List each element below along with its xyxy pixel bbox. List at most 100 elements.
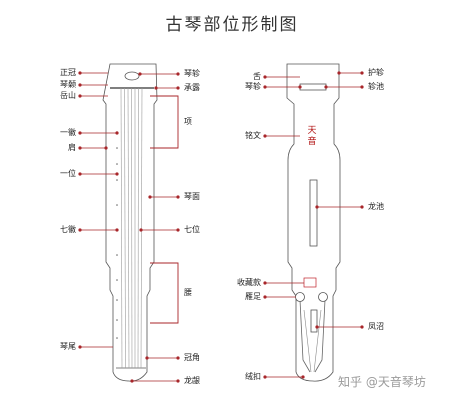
yanzu-right (318, 292, 328, 302)
label-guanjiao: 冠角 (184, 353, 200, 362)
leader-dot (115, 172, 119, 176)
hui-mark (116, 319, 118, 321)
leader-dot (324, 85, 328, 89)
hui-mark (116, 254, 118, 256)
leader-dot (154, 86, 158, 90)
leader-dot (130, 379, 134, 383)
front-leaders-right (132, 73, 178, 382)
string-3 (127, 87, 130, 369)
leader-dot (263, 295, 267, 299)
front-leader-dots-right (130, 72, 180, 383)
label-chenglu: 承露 (184, 83, 200, 92)
hui-mark (116, 204, 118, 206)
label-yueshan: 岳山 (60, 91, 76, 100)
label-qinzhen-back: 琴轸 (245, 82, 261, 91)
label-qinwei: 琴尾 (60, 342, 76, 351)
leader-dot (115, 228, 119, 232)
hui-markers (116, 131, 118, 339)
leader-dot (176, 379, 180, 383)
fengzhao-slot (310, 309, 318, 333)
leader-dot (176, 228, 180, 232)
string-tail-mid (303, 309, 322, 373)
front-body-outline (102, 63, 158, 382)
string-6 (137, 87, 139, 369)
leader-dot (78, 71, 82, 75)
leader-dot (360, 325, 364, 329)
label-qinmian: 琴面 (184, 192, 200, 201)
label-qiwei: 七位 (184, 225, 200, 234)
leader-dot (263, 134, 267, 138)
leader-dot (78, 345, 82, 349)
leader-dot (78, 83, 82, 87)
front-yueshan-hole (124, 71, 140, 81)
label-jian: 肩 (68, 143, 76, 152)
label-cangkuan: 收藏款 (237, 278, 261, 287)
back-leaders-right (317, 72, 362, 328)
leader-dot (104, 146, 108, 150)
label-yihui: 一徽 (60, 128, 76, 137)
back-leaders-left (265, 76, 304, 378)
leader-dot (176, 195, 180, 199)
label-zhengguan: 正冠 (60, 68, 76, 77)
leader-dot (138, 72, 142, 76)
leader-dot (78, 131, 82, 135)
label-huchen: 护轸 (368, 68, 384, 77)
leader-dot (337, 71, 341, 75)
back-leader-dots-right (315, 71, 364, 329)
leader-dot (360, 71, 364, 75)
leader-dot (78, 172, 82, 176)
string-2 (124, 87, 126, 369)
label-longyin: 龙龈 (184, 376, 200, 385)
leader-dot (148, 195, 152, 199)
label-jiaozhu: 绒扣 (245, 372, 261, 381)
hui-mark (116, 299, 118, 301)
label-hou: 项 (184, 117, 192, 126)
label-longchi: 龙池 (368, 202, 384, 211)
leader-dot (360, 85, 364, 89)
string-7 (140, 87, 143, 369)
string-4 (131, 87, 133, 369)
hou-bracket (150, 95, 179, 149)
leader-dot (301, 375, 305, 379)
leader-dot (176, 86, 180, 90)
leader-dot (78, 94, 82, 98)
hui-mark (116, 163, 118, 165)
leader-dot (360, 205, 364, 209)
label-fengzhao: 凤沼 (368, 322, 384, 331)
label-yanzu: 雁足 (245, 292, 261, 301)
zhenchi-slot (299, 83, 327, 91)
leader-dot (263, 75, 267, 79)
string-1 (120, 87, 123, 369)
back-view (286, 63, 341, 382)
leader-dot (115, 131, 119, 135)
string-tail-right (314, 299, 326, 373)
watermark: 知乎 @天音琴坊 (338, 375, 426, 389)
hui-mark (116, 147, 118, 149)
back-leader-dots-left (263, 75, 305, 379)
front-leader-dots-left (78, 71, 119, 349)
label-qinzhen-front: 琴轸 (184, 69, 200, 78)
front-strings (120, 87, 143, 369)
front-view (102, 63, 158, 382)
label-yao: 腰 (184, 288, 192, 297)
leader-dot (298, 85, 302, 89)
back-body-outline (286, 63, 341, 382)
diagram-title: 古琴部位形制图 (165, 15, 299, 35)
string-tail-left (299, 299, 311, 373)
leader-dot (176, 72, 180, 76)
label-she: 舌 (253, 72, 261, 81)
front-leaders-left (80, 72, 117, 348)
leader-dot (78, 228, 82, 232)
label-qihui: 七徽 (60, 225, 76, 234)
longchi-slot (309, 179, 318, 247)
label-yiwei: 一位 (60, 169, 76, 178)
label-zhenchi: 轸池 (368, 82, 384, 91)
leader-dot (315, 325, 319, 329)
leader-dot (263, 281, 267, 285)
leader-dot (263, 85, 267, 89)
leader-dot (176, 356, 180, 360)
front-brackets (150, 95, 179, 324)
label-mingwen: 铭文 (245, 131, 261, 140)
